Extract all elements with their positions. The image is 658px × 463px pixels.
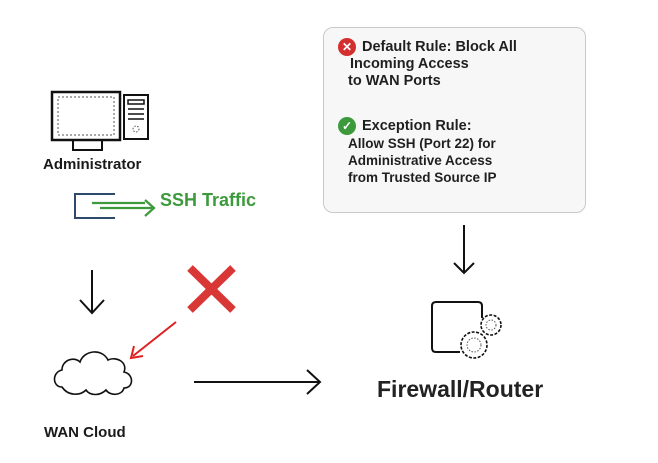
down-arrow-to-firewall xyxy=(453,225,475,275)
default-rule-line3: to WAN Ports xyxy=(348,73,441,89)
right-arrow-to-firewall xyxy=(194,369,322,395)
gear-icon xyxy=(460,331,488,359)
default-rule: ✕ Default Rule: Block All Incoming Acces… xyxy=(338,38,517,90)
blocked-access-arrow xyxy=(129,321,177,360)
firewall-icon xyxy=(431,301,502,359)
ssh-port-icon xyxy=(74,193,115,219)
x-circle-icon: ✕ xyxy=(338,38,356,56)
computer-icon xyxy=(50,90,149,151)
exception-rule-line4: from Trusted Source IP xyxy=(348,170,497,185)
firewall-router-label: Firewall/Router xyxy=(377,376,544,402)
firewall-rules-panel: ✕ Default Rule: Block All Incoming Acces… xyxy=(323,27,586,213)
exception-rule-title: Exception Rule: xyxy=(362,117,472,134)
wan-cloud-label: WAN Cloud xyxy=(44,424,126,441)
gear-icon xyxy=(480,314,502,336)
ssh-traffic-label: SSH Traffic xyxy=(160,190,257,210)
cloud-icon xyxy=(53,351,133,396)
default-rule-title: Default Rule: Block All xyxy=(362,38,517,55)
exception-rule-line3: Administrative Access xyxy=(348,153,493,168)
default-rule-line2: Incoming Access xyxy=(350,56,469,72)
check-circle-icon: ✓ xyxy=(338,117,356,135)
blocked-x-icon xyxy=(187,265,236,313)
exception-rule: ✓ Exception Rule: Allow SSH (Port 22) fo… xyxy=(338,117,497,186)
ssh-traffic-arrow xyxy=(92,199,156,217)
exception-rule-line2: Allow SSH (Port 22) for xyxy=(348,136,496,151)
administrator-label: Administrator xyxy=(43,156,142,173)
down-arrow-to-cloud xyxy=(79,270,105,315)
